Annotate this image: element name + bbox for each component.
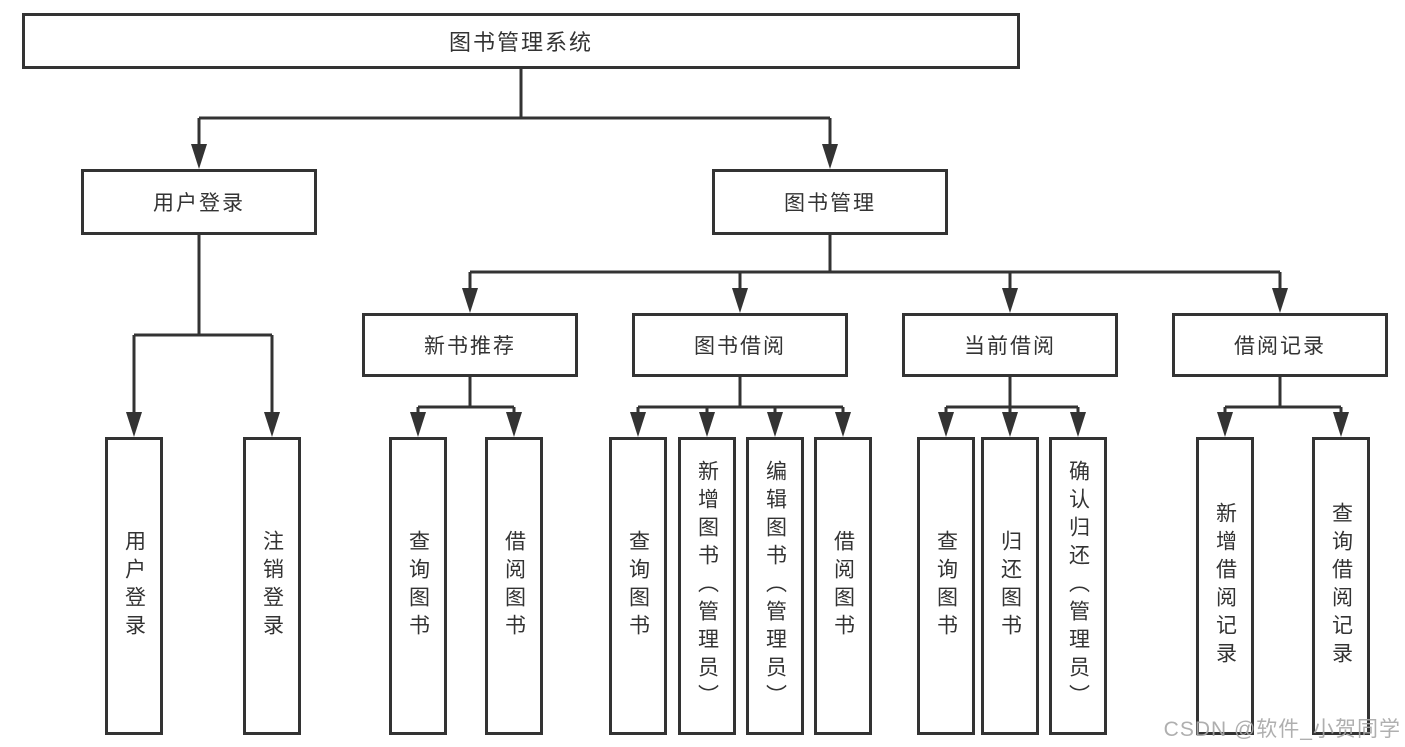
leaf-borrow-books: 借阅图书 <box>814 437 872 735</box>
node-borrowing-records: 借阅记录 <box>1172 313 1388 377</box>
node-label: 当前借阅 <box>964 335 1056 358</box>
node-label: 注销登录 <box>260 530 284 642</box>
node-label: 图书管理 <box>784 192 876 215</box>
connector-book-management-branch <box>468 235 1282 308</box>
leaf-borrow-books-recommend: 借阅图书 <box>485 437 543 735</box>
csdn-watermark: CSDN @软件_小贺同学 <box>1163 718 1401 741</box>
leaf-query-books-current: 查询图书 <box>917 437 975 735</box>
node-label: 用户登录 <box>122 530 146 642</box>
node-label: 归还图书 <box>998 530 1022 642</box>
leaf-query-borrow-record: 查询借阅记录 <box>1312 437 1370 735</box>
node-label: 查询图书 <box>626 530 650 642</box>
connector-records-branch <box>1223 377 1343 432</box>
node-label: 确认归还（管理员） <box>1066 460 1090 712</box>
node-new-book-recommendation: 新书推荐 <box>362 313 578 377</box>
leaf-query-books-recommend: 查询图书 <box>389 437 447 735</box>
node-book-management: 图书管理 <box>712 169 948 235</box>
node-label: 查询图书 <box>406 530 430 642</box>
node-label: 借阅图书 <box>831 530 855 642</box>
leaf-edit-books-admin: 编辑图书（管理员） <box>746 437 804 735</box>
node-label: 编辑图书（管理员） <box>763 460 787 712</box>
node-current-borrowing: 当前借阅 <box>902 313 1118 377</box>
node-label: 新增图书（管理员） <box>695 460 719 712</box>
leaf-user-login: 用户登录 <box>105 437 163 735</box>
node-label: 借阅记录 <box>1234 335 1326 358</box>
node-system-root: 图书管理系统 <box>22 13 1020 69</box>
node-label: 借阅图书 <box>502 530 526 642</box>
connector-new-book-branch <box>416 377 516 432</box>
leaf-confirm-return-admin: 确认归还（管理员） <box>1049 437 1107 735</box>
node-label: 查询借阅记录 <box>1329 502 1353 670</box>
node-label: 图书借阅 <box>694 335 786 358</box>
node-user-login: 用户登录 <box>81 169 317 235</box>
node-label: 新增借阅记录 <box>1213 502 1237 670</box>
leaf-add-books-admin: 新增图书（管理员） <box>678 437 736 735</box>
node-label: 用户登录 <box>153 192 245 215</box>
connector-book-borrow-branch <box>636 377 845 432</box>
leaf-add-borrow-record: 新增借阅记录 <box>1196 437 1254 735</box>
leaf-logout: 注销登录 <box>243 437 301 735</box>
node-label: 图书管理系统 <box>448 30 593 55</box>
connector-root <box>197 69 832 164</box>
arrowheads <box>126 144 1349 437</box>
connector-user-login-branch <box>132 235 274 432</box>
node-label: 查询图书 <box>934 530 958 642</box>
node-label: 新书推荐 <box>424 335 516 358</box>
leaf-query-books-borrow: 查询图书 <box>609 437 667 735</box>
leaf-return-books: 归还图书 <box>981 437 1039 735</box>
node-book-borrowing: 图书借阅 <box>632 313 848 377</box>
